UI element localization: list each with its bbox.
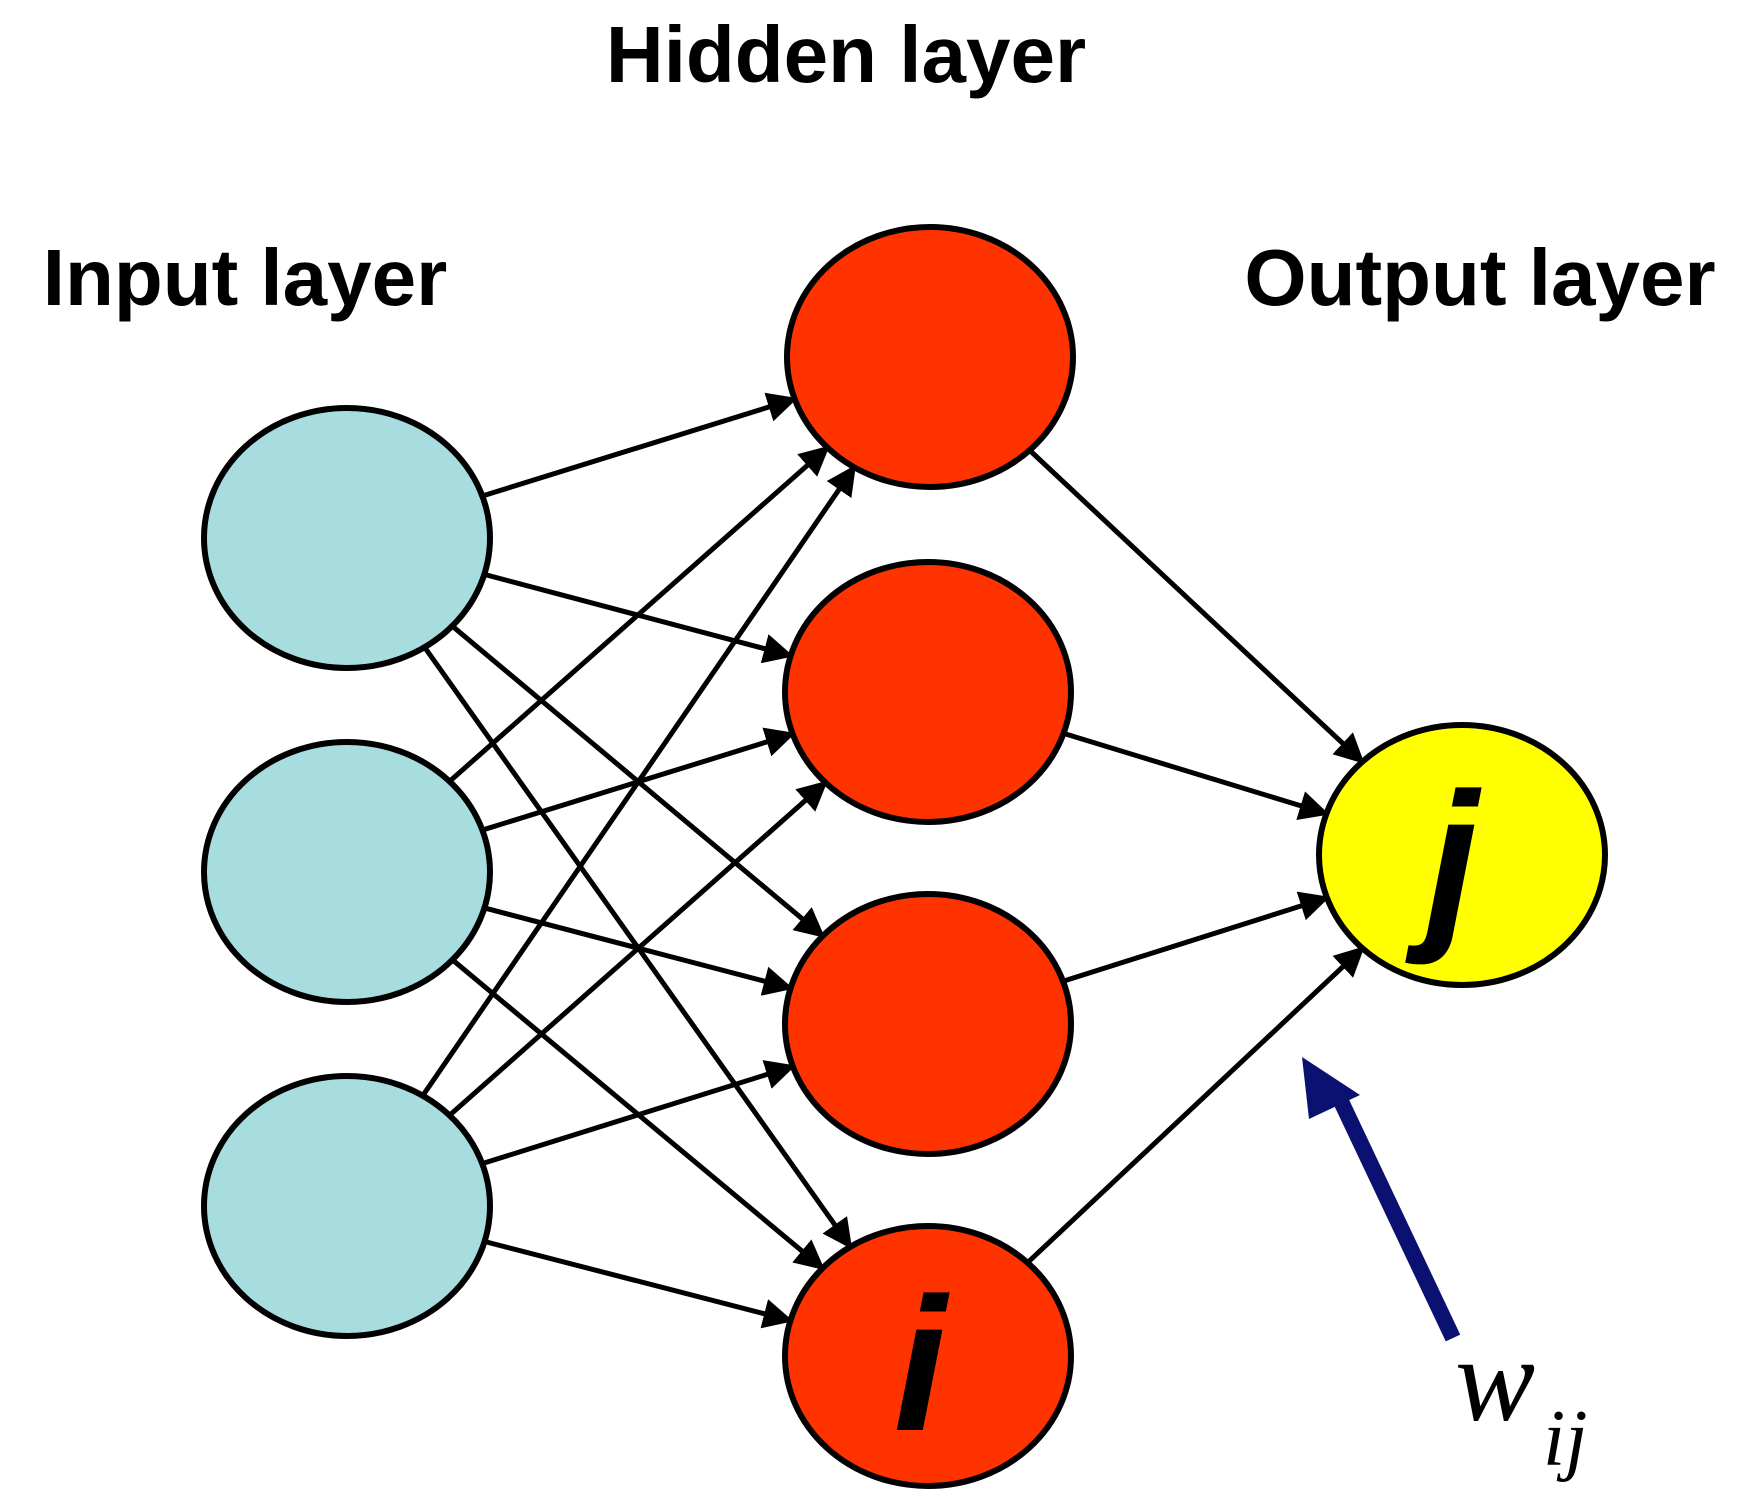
weight-pointer-arrow [1330, 1091, 1461, 1342]
connection-input-3-to-hidden-4 [483, 1239, 794, 1329]
hidden-node-1 [784, 224, 1076, 490]
connection-input-1-to-hidden-1 [481, 392, 798, 499]
connection-input-2-to-hidden-1 [447, 445, 830, 784]
output-node-j [1316, 722, 1608, 988]
output-layer-title: Output layer [1244, 233, 1715, 322]
connection-hidden-2-to-output [1062, 730, 1330, 821]
connection-input-3-to-hidden-3 [481, 1060, 796, 1167]
hidden-layer-title: Hidden layer [606, 10, 1086, 99]
connection-input-3-to-hidden-1 [420, 464, 857, 1098]
connection-hidden-3-to-output [1062, 891, 1330, 984]
connection-hidden-4-to-output [1025, 946, 1365, 1265]
connection-hidden-1-to-output [1027, 448, 1365, 764]
connection-input-3-to-hidden-2 [447, 780, 828, 1118]
input-node-1 [201, 405, 493, 671]
weight-pointer-arrowhead [1302, 1057, 1360, 1119]
weight-symbol: w [1455, 1313, 1535, 1446]
input-layer-title: Input layer [43, 233, 448, 322]
hidden-node-i-label: i [894, 1259, 951, 1471]
hidden-node-2 [782, 559, 1074, 825]
hidden-node-3 [782, 891, 1074, 1157]
input-node-3 [201, 1073, 493, 1339]
connections-group [420, 392, 1365, 1329]
hidden-node-i [782, 1223, 1074, 1489]
weight-subscript: ij [1543, 1395, 1587, 1483]
input-node-2 [201, 739, 493, 1005]
